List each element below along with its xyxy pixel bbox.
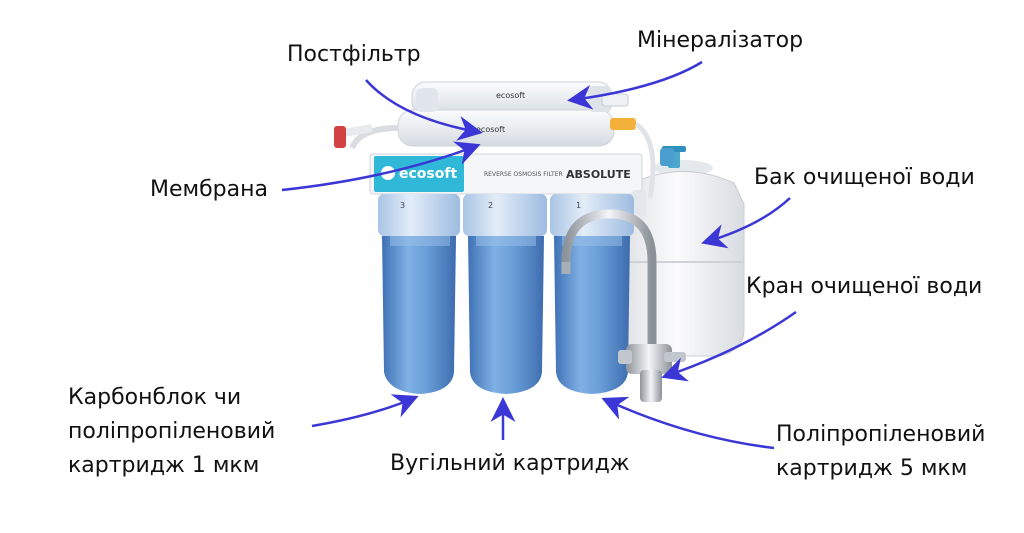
label-carbon-block-line-2: поліпропіленовий — [68, 419, 276, 444]
label-pp5-line-2: картридж 5 мкм — [776, 456, 968, 481]
label-pp5-line-1: Поліпропіленовий — [776, 422, 986, 447]
label-carbon-block: Карбонблок чи поліпропіленовий картридж … — [68, 381, 275, 483]
stage-number-2: 2 — [488, 201, 493, 210]
label-tank: Бак очищеної води — [754, 165, 975, 190]
brand-main: ecosoft — [399, 166, 457, 182]
label-carbon-block-line-1: Карбонблок чи — [68, 385, 242, 410]
arrow-mineralizer — [567, 60, 703, 110]
label-membrane: Мембрана — [150, 177, 268, 202]
label-mineralizer: Мінералізатор — [637, 28, 804, 53]
product-subtitle: REVERSE OSMOSIS FILTER — [484, 171, 563, 178]
label-postfilter: Постфільтр — [287, 42, 421, 67]
arrow-membrane — [281, 141, 481, 192]
product-name: ABSOLUTE — [566, 168, 631, 181]
annotation-arrows — [281, 60, 797, 450]
inlet-valve-icon — [334, 126, 346, 148]
arrow-faucet — [661, 310, 797, 382]
front-panel: ecosoft REVERSE OSMOSIS FILTER ABSOLUTE — [369, 153, 646, 216]
upper-modules: ecosoft ecosoft — [334, 81, 674, 199]
arrow-postfilter — [365, 79, 483, 141]
housing-3: 3 — [378, 194, 460, 394]
brand-small-2: ecosoft — [476, 125, 505, 134]
stage-number-3: 3 — [400, 201, 405, 210]
label-pp5: Поліпропіленовий картридж 5 мкм — [776, 418, 985, 486]
arrow-tank — [701, 197, 791, 249]
arrow-carbon-block — [311, 394, 419, 428]
label-charcoal: Вугільний картридж — [390, 451, 630, 476]
label-faucet: Кран очищеної води — [746, 274, 983, 299]
housing-2: 2 — [463, 194, 547, 394]
arrow-pp5 — [601, 396, 775, 450]
label-carbon-block-line-3: картридж 1 мкм — [68, 453, 260, 478]
brand-small-1: ecosoft — [496, 91, 525, 100]
stage-number-1: 1 — [576, 201, 581, 210]
